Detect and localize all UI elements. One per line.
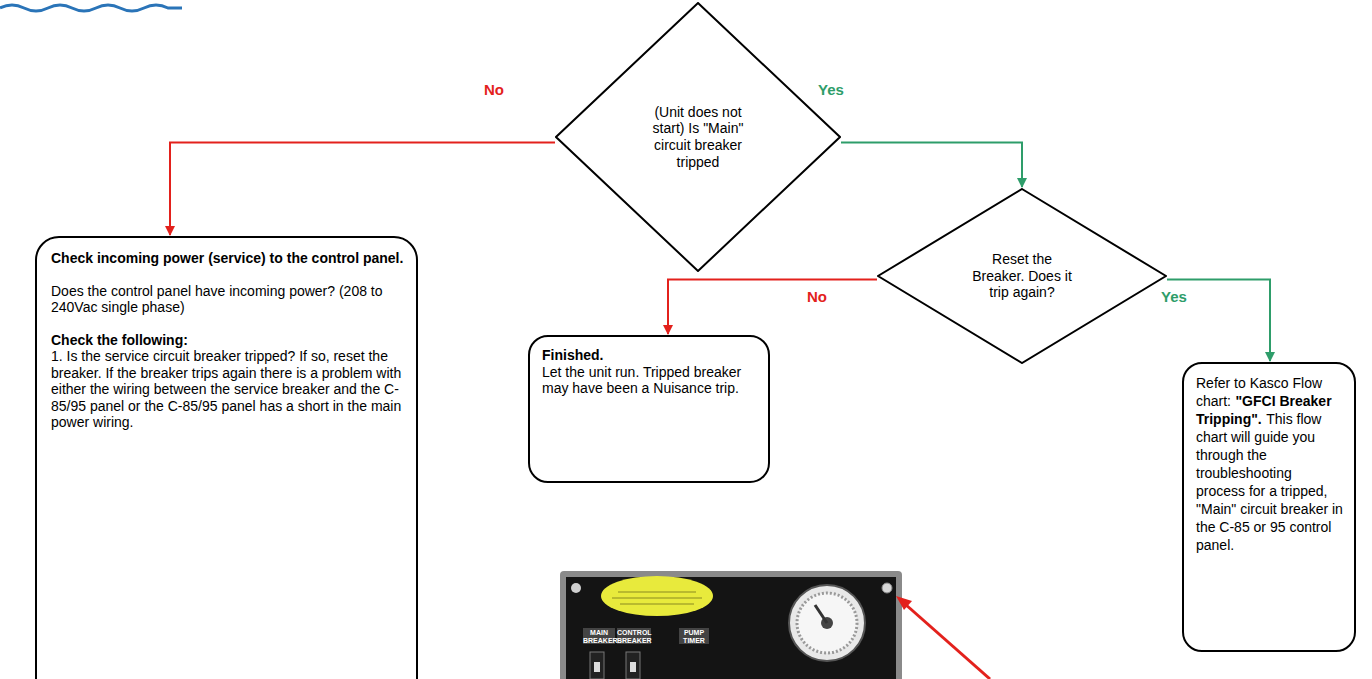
wave-line xyxy=(0,5,182,11)
flow-connector xyxy=(170,142,555,235)
node-text: 1. Is the service circuit breaker trippe… xyxy=(51,348,404,431)
diamond-text-area: (Unit does not start) Is "Main" circuit … xyxy=(555,2,841,272)
process-box: Finished.Let the unit run. Tripped break… xyxy=(528,335,770,483)
edge-label: No xyxy=(807,288,827,305)
panel-label: PUMP TIMER xyxy=(679,629,709,645)
node-text: Check the following: xyxy=(51,332,404,349)
node-text: This flow chart will guide you through t… xyxy=(1196,411,1343,553)
node-heading: Check incoming power (service) to the co… xyxy=(51,250,404,267)
edge-label: Yes xyxy=(1161,288,1187,305)
decision-diamond: Reset the Breaker. Does it trip again? xyxy=(877,188,1167,364)
node-heading: Finished. xyxy=(542,347,758,364)
node-text: Does the control panel have incoming pow… xyxy=(51,283,404,316)
flow-connector xyxy=(841,142,1022,187)
panel-label: CONTROL BREAKER xyxy=(617,629,651,645)
node-heading: (Unit does not start) Is "Main" circuit … xyxy=(639,104,757,170)
diamond-text-wrap: Reset the Breaker. Does it trip again? xyxy=(967,251,1077,301)
control-panel-photo xyxy=(560,571,902,679)
diamond-shape xyxy=(878,189,1166,363)
process-box: Refer to Kasco Flow chart: "GFCI Breaker… xyxy=(1182,362,1356,652)
node-text: Let the unit run. Tripped breaker may ha… xyxy=(542,364,758,397)
pointer-arrow xyxy=(896,596,990,679)
node-heading: Reset the Breaker. Does it trip again? xyxy=(967,251,1077,301)
diamond-shape xyxy=(556,3,840,271)
diamond-text-wrap: (Unit does not start) Is "Main" circuit … xyxy=(639,104,757,170)
decision-diamond: (Unit does not start) Is "Main" circuit … xyxy=(555,2,841,272)
process-box: Check incoming power (service) to the co… xyxy=(35,236,418,679)
edge-label: Yes xyxy=(818,81,844,98)
edge-label: No xyxy=(484,81,504,98)
panel-label: MAIN BREAKER xyxy=(583,629,615,645)
flow-connector xyxy=(668,280,877,334)
diamond-text-area: Reset the Breaker. Does it trip again? xyxy=(877,188,1167,364)
